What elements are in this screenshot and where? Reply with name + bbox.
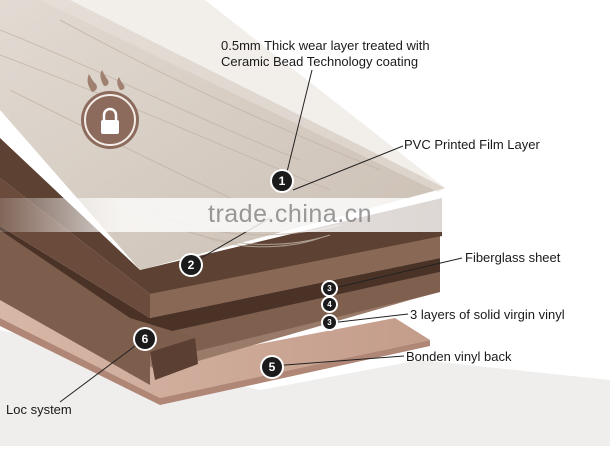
lower-core-edge	[150, 272, 440, 360]
vinyl-back-edge	[0, 318, 430, 405]
label-wear-layer-line2: Ceramic Bead Technology coating	[221, 54, 419, 69]
badge-1: 1	[272, 171, 292, 191]
label-vinyl-layers: 3 layers of solid virgin vinyl	[410, 307, 565, 322]
watermark-text: trade.china.cn	[208, 200, 373, 228]
label-wear-layer-line1: 0.5mm Thick wear layer treated with	[221, 38, 430, 53]
label-pvc-film: PVC Printed Film Layer	[404, 137, 540, 152]
upper-vinyl-core	[0, 178, 440, 318]
label-loc-system: Loc system	[6, 402, 72, 417]
leader-lines	[59, 69, 463, 403]
label-vinyl-back: Bonden vinyl back	[406, 349, 512, 364]
watermark-band	[0, 198, 610, 232]
wear-layer-sheet	[40, 0, 445, 192]
badge-5: 5	[262, 357, 282, 377]
badge-2: 2	[181, 255, 201, 275]
waterproof-lock-icon	[81, 70, 139, 149]
label-fiberglass: Fiberglass sheet	[465, 250, 561, 265]
badge-4: 4	[323, 298, 336, 311]
badge-6: 6	[135, 329, 155, 349]
pvc-film-layer	[0, 138, 442, 294]
badge-3-upper: 3	[323, 282, 336, 295]
upper-core-front	[150, 236, 440, 318]
badge-3-lower: 3	[323, 316, 336, 329]
loc-system-lip	[150, 338, 198, 380]
floor-shadow	[0, 330, 610, 446]
